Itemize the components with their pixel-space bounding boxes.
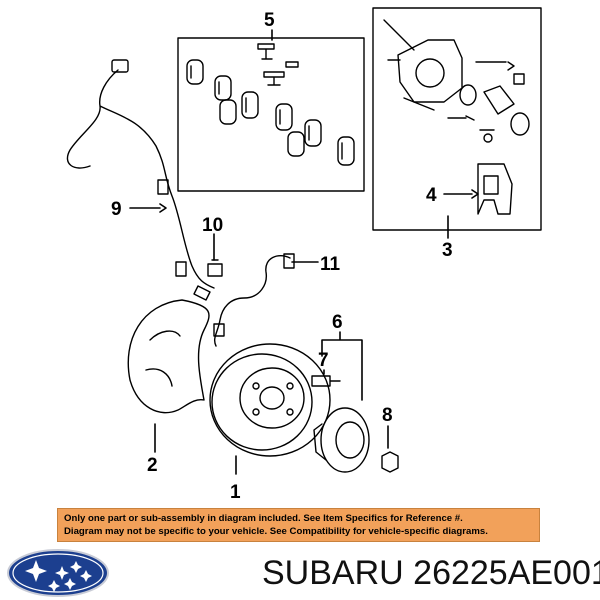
callout-10: 10	[202, 215, 223, 236]
callout-2: 2	[147, 455, 158, 476]
callout-4: 4	[426, 185, 437, 206]
callout-11: 11	[320, 254, 341, 275]
brake-rotor	[209, 343, 331, 457]
splash-guard	[127, 299, 210, 414]
brake-hose	[213, 253, 295, 347]
disclaimer-banner: Only one part or sub-assembly in diagram…	[57, 508, 540, 542]
axle-nut	[381, 451, 399, 473]
pad-clips	[257, 43, 299, 86]
callout-9: 9	[111, 199, 122, 220]
caliper-body	[383, 19, 463, 111]
callout-7: 7	[318, 350, 329, 371]
disclaimer-line-1: Only one part or sub-assembly in diagram…	[64, 513, 463, 524]
wheel-stud	[311, 375, 341, 387]
wheel-hub	[313, 407, 370, 473]
caliper-seal-and-piston	[447, 61, 530, 143]
sensor-bolt-10	[207, 259, 223, 277]
callout-1: 1	[230, 482, 241, 503]
caliper-bracket	[477, 163, 513, 215]
subaru-logo-icon	[7, 549, 109, 597]
part-number: 26225AE001	[413, 554, 600, 592]
part-number-caption: SUBARU 26225AE001	[262, 550, 600, 596]
disclaimer-line-2: Diagram may not be specific to your vehi…	[64, 526, 488, 537]
brake-pads	[186, 59, 355, 166]
callout-3: 3	[442, 240, 453, 261]
callout-8: 8	[382, 405, 393, 426]
callout-6: 6	[332, 312, 343, 333]
pads-kit-box	[177, 37, 365, 192]
leader-lines	[129, 29, 479, 475]
caliper-box	[372, 7, 542, 231]
callout-labels: 5 4 3 9 10 11 6 7 8 2 1	[111, 10, 453, 503]
callout-5: 5	[264, 10, 275, 31]
abs-sensor-harness	[66, 59, 215, 301]
brand-name: SUBARU	[262, 554, 404, 592]
